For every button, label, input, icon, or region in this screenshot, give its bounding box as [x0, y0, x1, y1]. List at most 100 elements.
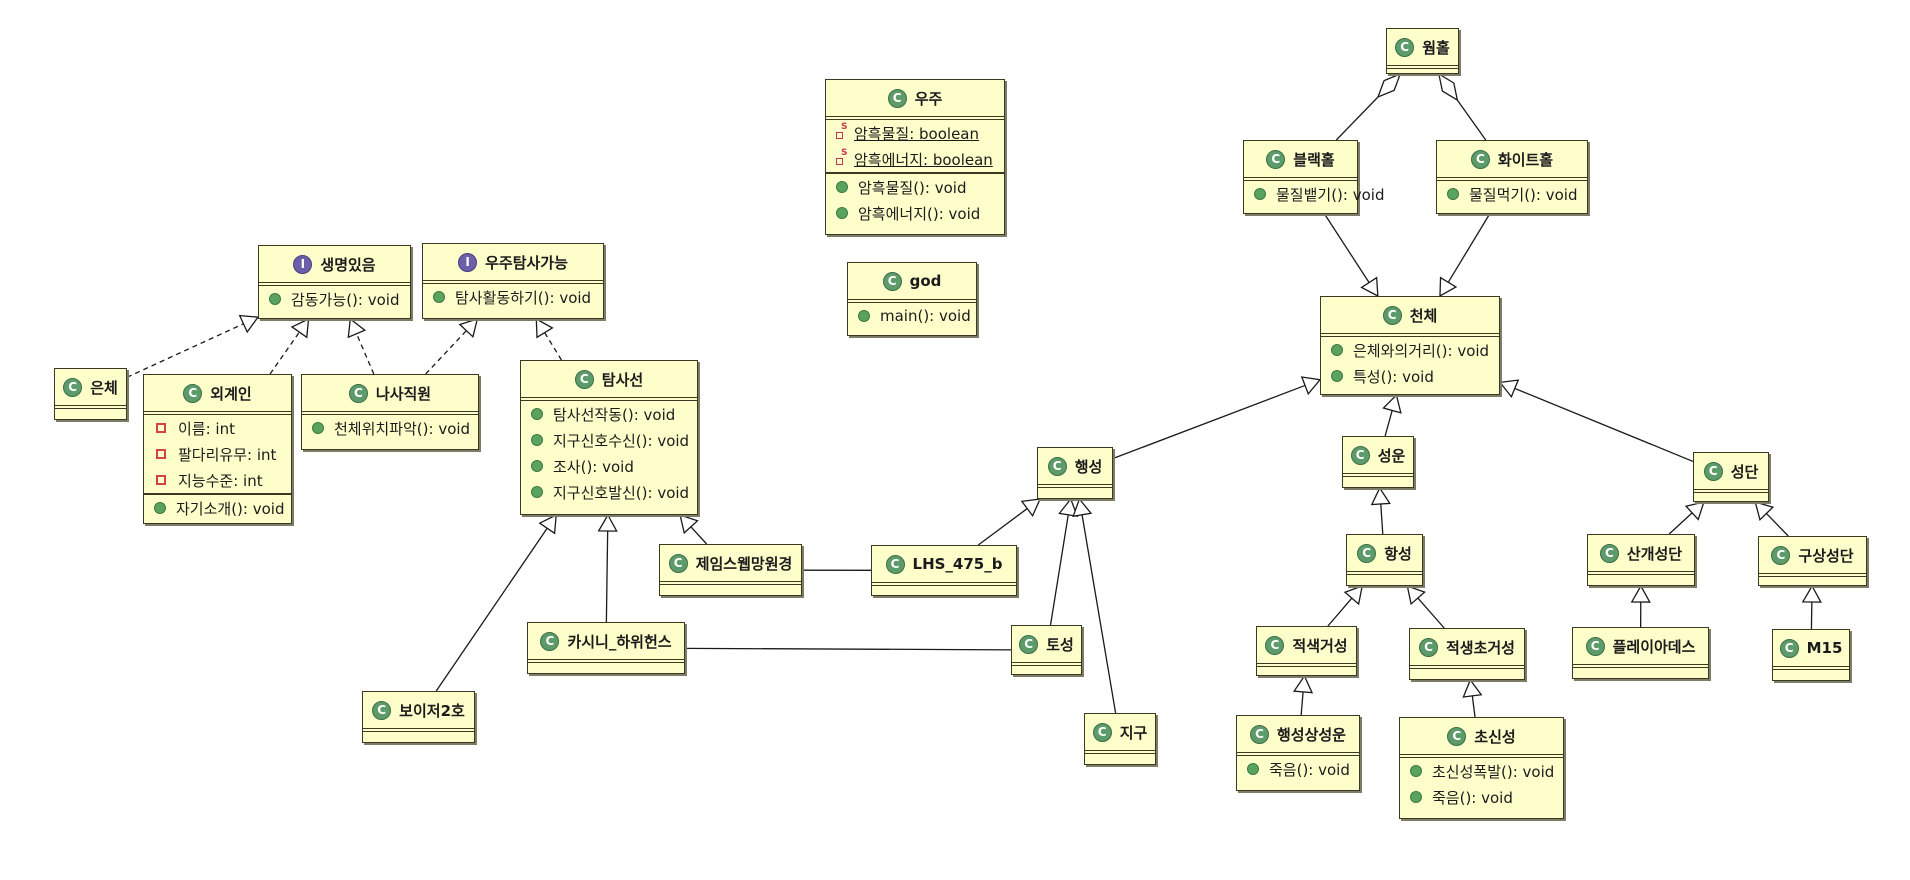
realization-arrowhead [238, 314, 260, 334]
method-text: 탐사활동하기(): void [455, 288, 592, 307]
generalization-arrowhead [1406, 585, 1426, 606]
public-method-icon [531, 460, 543, 472]
method-text: 자기소개(): void [176, 499, 285, 518]
compartment-divider [872, 582, 1016, 586]
field-row: 팔다리유무: int [144, 441, 291, 467]
node-title: 적색거성 [1292, 636, 1348, 655]
generalization-line [1447, 213, 1491, 283]
generalization-line [690, 526, 708, 545]
class-icon: C [372, 700, 392, 720]
class-icon: C [1418, 637, 1438, 657]
class-icon: C [1382, 305, 1402, 325]
node-title: 생명있음 [320, 255, 376, 274]
method-text: 암흑에너지(): void [858, 204, 981, 223]
public-method-icon [531, 486, 543, 498]
realization-arrowhead [458, 318, 479, 339]
compartment-divider [55, 405, 126, 409]
class-icon: C [1265, 635, 1285, 655]
association-line [684, 647, 1012, 651]
generalization-line [1081, 514, 1117, 714]
node-title: 토성 [1046, 635, 1074, 654]
generalization-arrowhead [1292, 674, 1314, 694]
generalization-arrowhead [1439, 276, 1458, 298]
method-text: 탐사선작동(): void [553, 405, 676, 424]
generalization-arrowhead [1382, 393, 1402, 414]
method-text: 특성(): void [1353, 367, 1434, 386]
generalization-line [1765, 513, 1789, 537]
method-text: main(): void [880, 307, 971, 325]
generalization-arrowhead [597, 513, 618, 532]
node-title: LHS_475_b [912, 555, 1003, 573]
compartment-divider [423, 280, 603, 284]
private-field-icon [156, 475, 166, 485]
field-row: 지능수준: int [144, 467, 291, 493]
class-icon: C [1779, 638, 1799, 658]
generalization-line [977, 508, 1028, 546]
method-row: 죽음(): void [1400, 784, 1563, 810]
compartment-divider [259, 282, 410, 286]
node-title: 화이트홀 [1497, 150, 1554, 169]
class-redgiant[interactable]: C 적색거성 [1256, 626, 1357, 676]
generalization-line [435, 527, 548, 692]
generalization-arrowhead [538, 513, 557, 535]
compartment-divider [144, 411, 291, 415]
method-row: 탐사활동하기(): void [423, 284, 603, 310]
realization-line [544, 332, 563, 361]
class-icon: C [1599, 543, 1619, 563]
class-icon: C [1395, 37, 1415, 57]
method-row: 초신성폭발(): void [1400, 758, 1563, 784]
node-title: 항성 [1384, 544, 1412, 563]
aggregation-line [1456, 99, 1487, 141]
public-method-icon [1331, 344, 1343, 356]
private-field-icon [156, 423, 166, 433]
class-icon: C [348, 383, 368, 403]
realization-line [269, 331, 300, 375]
method-text: 물질뱉기(): void [1276, 185, 1385, 204]
public-method-icon [154, 502, 166, 514]
class-icon: C [1047, 456, 1067, 476]
realization-arrowhead [290, 317, 310, 339]
class-icon: C [574, 369, 594, 389]
method-row: 은체와의거리(): void [1321, 337, 1499, 363]
private-field-icon [156, 449, 166, 459]
aggregation-line [1335, 96, 1379, 141]
method-row: 죽음(): void [1237, 756, 1359, 782]
interface-icon: I [458, 252, 478, 272]
